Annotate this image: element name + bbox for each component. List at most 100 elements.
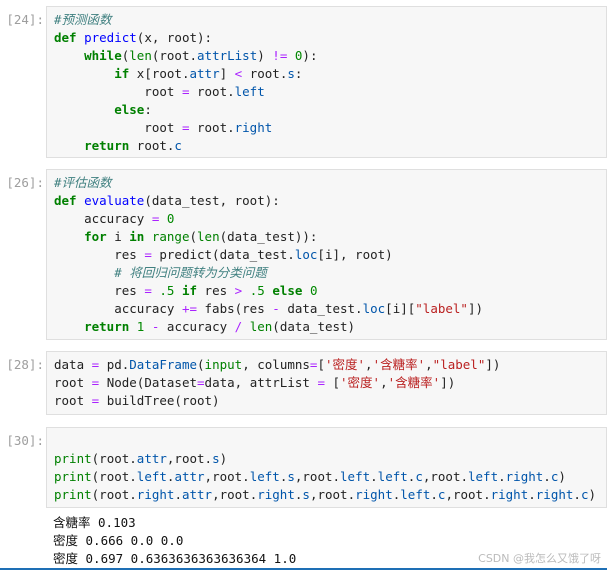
code-token xyxy=(242,319,250,334)
code-token: (root. xyxy=(91,451,137,466)
code-token: . xyxy=(166,469,175,484)
code-token xyxy=(144,319,152,334)
code-token: : xyxy=(294,66,303,81)
code-token: ]) xyxy=(440,375,456,390)
code-token: . xyxy=(573,487,581,502)
output-line: 密度 0.697 0.6363636363636364 1.0 xyxy=(53,551,297,566)
code-token: ] xyxy=(219,66,235,81)
code-token: accuracy xyxy=(54,301,182,316)
code-token: x[root. xyxy=(129,66,190,81)
code-token: (data_test)): xyxy=(219,229,318,244)
code-token xyxy=(287,48,295,63)
code-token xyxy=(54,265,114,280)
code-line: for i in range(len(data_test)): xyxy=(54,228,606,246)
code-line: print(root.right.attr,root.right.s,root.… xyxy=(54,486,606,504)
output-line: 密度 0.666 0.0 0.0 xyxy=(53,533,184,548)
code-line: return root.c xyxy=(54,137,606,155)
code-token: = xyxy=(317,375,325,390)
code-token: print xyxy=(54,469,92,484)
cell-prompt: [24]: xyxy=(6,12,44,27)
code-token: print xyxy=(54,451,92,466)
code-line: res = .5 if res > .5 else 0 xyxy=(54,282,606,300)
code-token: . xyxy=(543,469,551,484)
code-token: ]) xyxy=(485,357,501,372)
code-token: < xyxy=(234,66,243,81)
code-token: len xyxy=(249,319,273,334)
code-token: return xyxy=(84,319,130,334)
code-token: ]) xyxy=(467,301,484,316)
bottom-border xyxy=(0,568,607,570)
code-token: for xyxy=(84,229,107,244)
code-token: . xyxy=(498,469,506,484)
code-token: root. xyxy=(189,120,235,135)
code-input[interactable]: data = pd.DataFrame(input, columns=['密度'… xyxy=(46,351,607,415)
code-token: . xyxy=(279,469,288,484)
code-line: #评估函数 xyxy=(54,174,606,192)
code-line: print(root.attr,root.s) xyxy=(54,450,606,468)
code-token: root xyxy=(54,393,92,408)
code-token: (data_test, root): xyxy=(144,193,280,208)
code-token: = xyxy=(197,375,205,390)
code-input[interactable]: print(root.attr,root.s)print(root.left.a… xyxy=(46,427,607,508)
code-input[interactable]: #评估函数 def evaluate(data_test, root): accu… xyxy=(46,169,607,340)
code-token: = xyxy=(91,357,100,372)
code-token: 1 xyxy=(136,319,145,334)
code-token: = xyxy=(91,393,100,408)
code-token: "label" xyxy=(415,301,468,316)
code-token: , columns xyxy=(242,357,310,372)
code-token: root xyxy=(54,84,182,99)
code-token xyxy=(54,102,114,117)
code-token: i xyxy=(106,229,130,244)
code-token: def xyxy=(54,30,77,45)
code-line: # 将回归问题转为分类问题 xyxy=(54,264,606,282)
code-token: right xyxy=(505,469,544,484)
code-token: len xyxy=(129,48,152,63)
code-token: left xyxy=(136,469,167,484)
code-line: def evaluate(data_test, root): xyxy=(54,192,606,210)
code-token: right xyxy=(355,487,393,502)
code-line: #预测函数 xyxy=(54,11,606,29)
code-token: evaluate xyxy=(84,193,145,208)
code-token: else xyxy=(272,283,303,298)
code-token: fabs(res xyxy=(197,301,273,316)
code-token: . xyxy=(294,487,303,502)
code-token: ) xyxy=(588,487,596,502)
code-token: . xyxy=(430,487,438,502)
code-line xyxy=(54,432,606,450)
code-line: root = buildTree(root) xyxy=(54,392,606,410)
code-token: s xyxy=(302,487,310,502)
code-token: '含糖率' xyxy=(387,375,441,390)
code-token: > xyxy=(234,283,243,298)
code-token: accuracy xyxy=(54,211,152,226)
code-token: c xyxy=(174,138,182,153)
code-token: (x, root): xyxy=(136,30,213,45)
code-token: ) xyxy=(558,469,566,484)
code-token: = xyxy=(181,84,190,99)
code-token: s xyxy=(212,451,220,466)
code-token: , xyxy=(365,357,373,372)
code-token: = xyxy=(309,357,318,372)
code-token: right xyxy=(234,120,273,135)
code-token xyxy=(77,193,85,208)
code-token: if xyxy=(114,66,130,81)
code-token: (root. xyxy=(151,48,198,63)
code-token xyxy=(54,319,84,334)
code-line: while(len(root.attrList) != 0): xyxy=(54,47,606,65)
code-token xyxy=(242,283,250,298)
code-token: .5 xyxy=(249,283,265,298)
code-token: 0 xyxy=(166,211,175,226)
code-token: #评估函数 xyxy=(54,175,112,190)
code-token: (root. xyxy=(91,469,137,484)
code-token: c xyxy=(415,469,423,484)
code-token: . xyxy=(392,487,401,502)
code-token: pd. xyxy=(99,357,130,372)
code-token xyxy=(144,229,152,244)
code-token: left xyxy=(234,84,265,99)
code-token: c xyxy=(550,469,559,484)
code-token: predict(data_test. xyxy=(151,247,295,262)
code-line: res = predict(data_test.loc[i], root) xyxy=(54,246,606,264)
code-token: res xyxy=(197,283,235,298)
code-token: = xyxy=(151,211,160,226)
code-token xyxy=(159,211,167,226)
